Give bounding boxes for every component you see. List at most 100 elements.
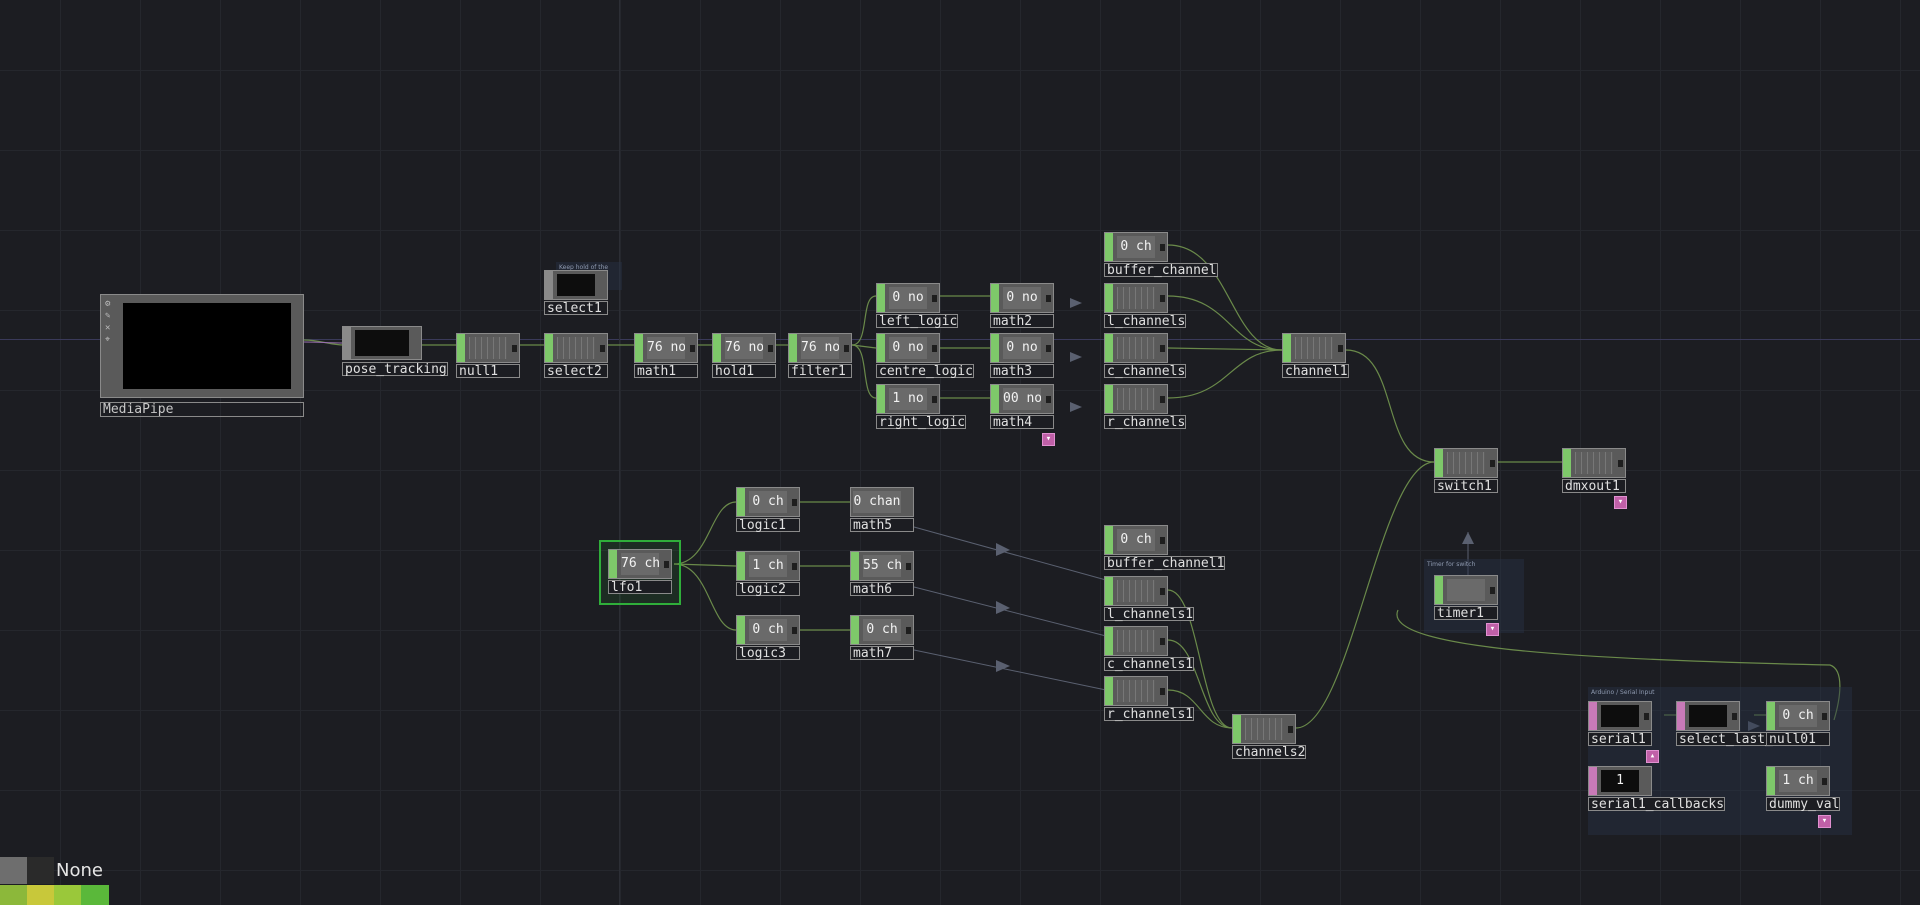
arrow [1070,402,1082,412]
node-value: 00 no [1003,388,1041,410]
node-label: select1 [544,301,608,315]
node-viewer [1295,337,1333,359]
swatch-dark[interactable] [27,857,54,884]
arrow [996,601,1010,614]
node-label: channel1 [1282,364,1349,378]
wire [851,344,877,349]
node-value: 55 ch [863,555,901,577]
node-label-mediapipe[interactable]: MediaPipe [100,402,304,417]
node-viewer [1117,580,1155,602]
node-viewer [1117,287,1155,309]
vertical-guide [619,0,620,905]
node-value: 1 ch [749,555,787,577]
node-label: c_channels [1104,364,1187,378]
palette-none-label[interactable]: None [56,860,103,881]
annotation-title: Timer for switch [1427,561,1476,568]
node-viewer [557,274,595,296]
cook-badge[interactable]: ▴ [1646,750,1659,763]
node-value: 0 chan [853,491,901,513]
node-label: lfo1 [608,580,672,594]
mediapipe-viewer [123,303,291,389]
node-viewer [1447,452,1485,474]
node-label: serial1 [1588,732,1652,746]
node-label: channels2 [1232,745,1307,759]
node-viewer [1245,718,1283,740]
node-label: math6 [850,582,914,596]
wire [851,344,877,399]
node-value: 1 no [889,388,927,410]
pencil-icon[interactable]: ✎ [105,311,111,321]
node-viewer [1117,680,1155,702]
swatch-green[interactable] [81,885,109,905]
wire [1295,461,1435,729]
close-icon[interactable]: ✕ [105,323,111,333]
node-value: 0 ch [1117,236,1155,258]
node-label: logic2 [736,582,800,596]
swatch-lime[interactable] [54,885,81,905]
node-label: math4 [990,415,1054,429]
annotation-title: Arduino / Serial Input [1591,689,1655,696]
ref-wire [913,526,1107,581]
node-value: 0 no [889,337,927,359]
wire [1167,347,1283,351]
swatch-yellow[interactable] [27,885,54,905]
node-label: centre_logic [876,364,974,378]
node-label: null1 [456,364,520,378]
node-viewer [1447,579,1485,601]
node-label: select2 [544,364,608,378]
node-label: buffer_channel [1104,263,1218,277]
wire [673,563,737,631]
node-value: 76 no [801,337,839,359]
node-label: filter1 [788,364,852,378]
node-label: math7 [850,646,914,660]
node-viewer [1575,452,1613,474]
arrow [996,660,1010,672]
node-label: r_channels [1104,415,1187,429]
node-viewer [1117,630,1155,652]
node-label: math2 [990,314,1054,328]
node-label: hold1 [712,364,776,378]
wire [1345,349,1435,463]
node-viewer [557,337,595,359]
node-value: 0 ch [1779,705,1817,727]
node-value: 0 ch [863,619,901,641]
node-label: math1 [634,364,698,378]
node-value: 0 ch [1117,529,1155,551]
wire [1167,244,1283,351]
node-viewer [1117,337,1155,359]
node-viewer [1117,388,1155,410]
node-viewer [469,337,507,359]
node-value: 1 ch [1779,770,1817,792]
cook-badge[interactable]: ▾ [1818,815,1831,828]
arrow [1070,352,1082,362]
arrow [1462,532,1474,544]
cook-badge[interactable]: ▾ [1486,623,1499,636]
node-value: 1 [1601,770,1639,792]
node-label: timer1 [1434,606,1498,620]
wire [673,563,737,567]
node-label: buffer_channel1 [1104,556,1226,570]
node-label: right_logic [876,415,967,429]
swatch-gray[interactable] [0,857,27,884]
node-value: 0 ch [749,491,787,513]
node-label: switch1 [1434,479,1498,493]
arrow [1070,298,1082,308]
node-value: 76 no [725,337,763,359]
pin-icon[interactable]: ⌖ [105,335,111,345]
node-value: 0 no [1003,287,1041,309]
node-value: 76 ch [621,553,659,575]
cook-badge[interactable]: ▾ [1614,496,1627,509]
wire [673,501,737,565]
node-label: left_logic [876,314,959,328]
gear-icon[interactable]: ⚙ [105,299,111,309]
top-wire [303,341,345,344]
mediapipe-node[interactable]: ⚙ ✎ ✕ ⌖ [100,294,304,398]
node-label: r_channels1 [1104,707,1195,721]
wire [851,295,877,346]
node-label: serial1_callbacks [1588,797,1726,811]
node-label: c_channels1 [1104,657,1195,671]
node-label: dmxout1 [1562,479,1626,493]
node-label: math3 [990,364,1054,378]
cook-badge[interactable]: ▾ [1042,433,1055,446]
swatch-olive[interactable] [0,885,27,905]
